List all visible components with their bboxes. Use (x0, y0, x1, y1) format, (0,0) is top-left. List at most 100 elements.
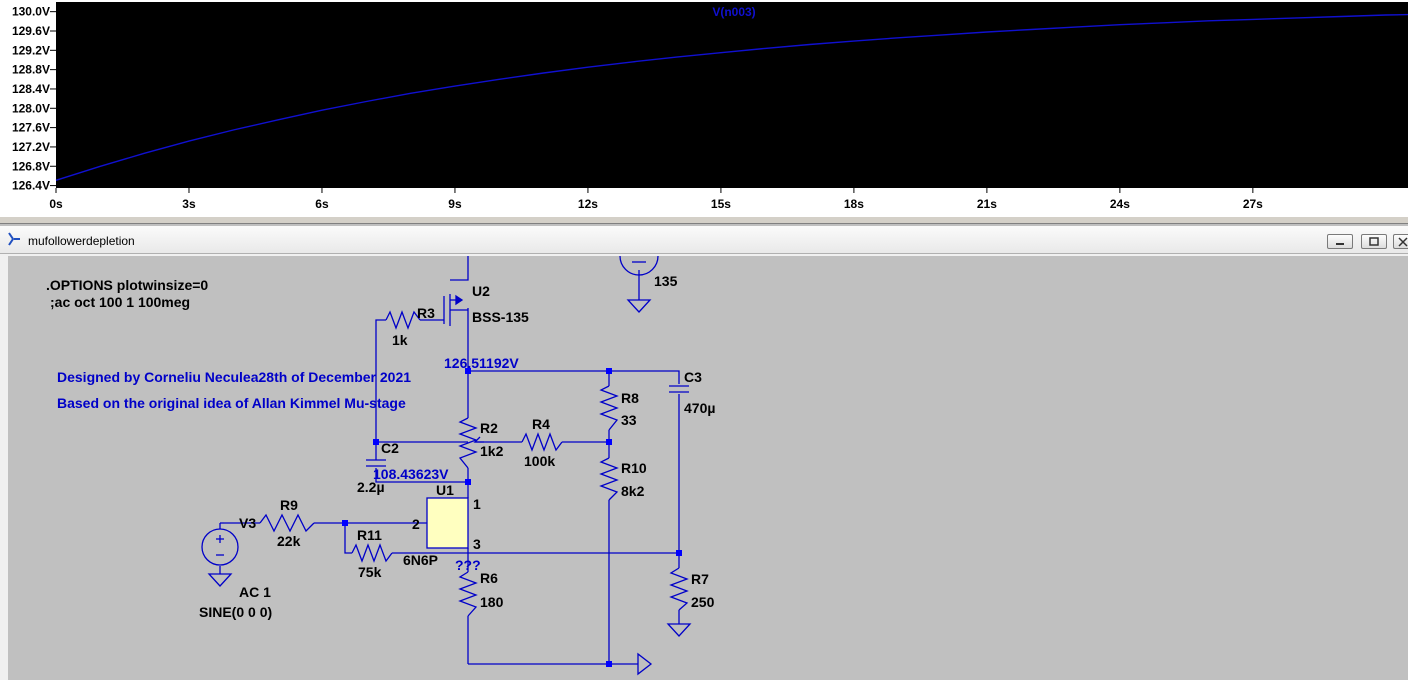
minimize-icon (1336, 243, 1344, 245)
r6-value-label[interactable]: 180 (480, 594, 504, 610)
r4-name-label[interactable]: R4 (532, 416, 550, 432)
spice-directive-ac[interactable]: ;ac oct 100 1 100meg (50, 294, 190, 310)
r10-value-label[interactable]: 8k2 (621, 483, 645, 499)
ground-supply (626, 299, 652, 313)
r10-name-label[interactable]: R10 (621, 460, 647, 476)
y-tick-label: 127.2V (12, 140, 50, 154)
u2-model-label[interactable]: BSS-135 (472, 309, 529, 325)
wires (219, 270, 680, 665)
supply-value-label[interactable]: 135 (654, 273, 678, 289)
u1-pin1-label: 1 (473, 496, 481, 512)
r9-name-label[interactable]: R9 (280, 497, 298, 513)
x-tick-label: 27s (1243, 197, 1263, 211)
r3-symbol (385, 310, 421, 330)
x-tick-label: 9s (448, 197, 462, 211)
schematic-canvas[interactable]: .OPTIONS plotwinsize=0 ;ac oct 100 1 100… (8, 256, 1408, 680)
ground-r7 (666, 623, 692, 637)
x-tick-label: 12s (578, 197, 598, 211)
x-tick-label: 24s (1110, 197, 1130, 211)
node-voltage-top[interactable]: 126.51192V (444, 355, 519, 371)
r10-symbol (599, 457, 619, 501)
schematic-titlebar[interactable]: mufollowerdepletion (0, 226, 1408, 254)
r3-name-label[interactable]: R3 (417, 305, 435, 321)
x-tick-label: 21s (977, 197, 997, 211)
y-tick-label: 130.0V (12, 5, 50, 19)
u1-pin2-label: 2 (412, 516, 420, 532)
trace-name-label[interactable]: V(n003) (712, 5, 755, 19)
x-tick-label: 18s (844, 197, 864, 211)
close-icon (1398, 237, 1408, 247)
plot-area[interactable] (56, 2, 1408, 188)
r7-name-label[interactable]: R7 (691, 571, 709, 587)
ground-symbols (207, 299, 692, 676)
y-tick-label: 127.6V (12, 121, 50, 135)
v3-sine-label[interactable]: SINE(0 0 0) (199, 604, 272, 620)
r7-symbol (669, 567, 689, 611)
y-tick-label: 128.0V (12, 101, 50, 115)
trace-v-n003 (55, 13, 1408, 181)
r7-value-label[interactable]: 250 (691, 594, 715, 610)
u1-model-label[interactable]: 6N6P (403, 552, 438, 568)
schematic-window[interactable]: mufollowerdepletion (0, 226, 1408, 680)
ltspice-schematic-icon (8, 232, 20, 246)
r8-symbol (599, 385, 619, 431)
comment-designer[interactable]: Designed by Corneliu Neculea28th of Dece… (57, 369, 411, 385)
pane-splitter[interactable] (0, 216, 1408, 224)
window-title: mufollowerdepletion (28, 234, 135, 248)
ground-bottom (637, 652, 653, 676)
c2-value-label[interactable]: 2.2µ (357, 479, 385, 495)
node-voltage-unknown[interactable]: ??? (455, 557, 481, 573)
tube-u1-block[interactable] (426, 497, 469, 549)
r8-value-label[interactable]: 33 (621, 412, 637, 428)
schematic-drawing[interactable]: .OPTIONS plotwinsize=0 ;ac oct 100 1 100… (8, 256, 1408, 680)
r2-value-label[interactable]: 1k2 (480, 443, 504, 459)
y-tick-label: 126.8V (12, 159, 50, 173)
u2-name-label[interactable]: U2 (472, 283, 490, 299)
ground-v3 (207, 573, 233, 587)
r11-name-label[interactable]: R11 (357, 527, 382, 543)
comment-origin[interactable]: Based on the original idea of Allan Kimm… (57, 395, 406, 411)
ac-source-v3-symbol (201, 522, 239, 566)
waveform-viewer[interactable]: V(n003) 126.4V 126.8V 127.2V 127.6V 128.0V 12… (0, 0, 1408, 216)
minimize-button[interactable] (1327, 234, 1353, 249)
y-tick-label: 126.4V (12, 179, 50, 193)
v3-ac-label[interactable]: AC 1 (239, 584, 271, 600)
r4-value-label[interactable]: 100k (524, 453, 555, 469)
trace-line (55, 13, 1408, 181)
y-axis: 126.4V126.8V127.2V127.6V128.0V128.4V128.… (12, 5, 56, 193)
maximize-icon (1369, 237, 1379, 246)
r11-symbol (351, 543, 393, 563)
y-tick-label: 129.2V (12, 43, 50, 57)
r9-symbol (259, 513, 315, 533)
x-tick-label: 15s (711, 197, 731, 211)
y-tick-label: 129.6V (12, 24, 50, 38)
node-voltage-mid[interactable]: 108.43623V (373, 466, 449, 482)
y-tick-label: 128.4V (12, 82, 50, 96)
x-tick-label: 3s (182, 197, 196, 211)
r2-symbol (458, 417, 478, 469)
v3-name-label[interactable]: V3 (239, 515, 256, 531)
c2-name-label[interactable]: C2 (381, 440, 399, 456)
r6-name-label[interactable]: R6 (480, 570, 498, 586)
spice-directive-options[interactable]: .OPTIONS plotwinsize=0 (46, 277, 208, 293)
r11-value-label[interactable]: 75k (358, 564, 382, 580)
x-tick-label: 0s (49, 197, 63, 211)
r6-symbol (458, 571, 478, 617)
c3-name-label[interactable]: C3 (684, 369, 702, 385)
capacitor-symbols (366, 385, 689, 467)
r8-name-label[interactable]: R8 (621, 390, 639, 406)
waveform-plot-svg[interactable]: V(n003) 126.4V 126.8V 127.2V 127.6V 128.0V 12… (0, 0, 1408, 216)
r9-value-label[interactable]: 22k (277, 533, 301, 549)
r2-wiper-arrow (473, 436, 484, 443)
mosfet-u2-symbol (443, 256, 469, 326)
r2-name-label[interactable]: R2 (480, 420, 498, 436)
c3-value-label[interactable]: 470µ (684, 400, 715, 416)
r3-value-label[interactable]: 1k (392, 332, 408, 348)
resistor-symbols (259, 310, 689, 617)
maximize-button[interactable] (1361, 234, 1387, 249)
close-button[interactable] (1393, 234, 1408, 249)
u1-pin3-label: 3 (473, 536, 481, 552)
r4-symbol (521, 432, 563, 452)
u1-name-label[interactable]: U1 (436, 482, 454, 498)
